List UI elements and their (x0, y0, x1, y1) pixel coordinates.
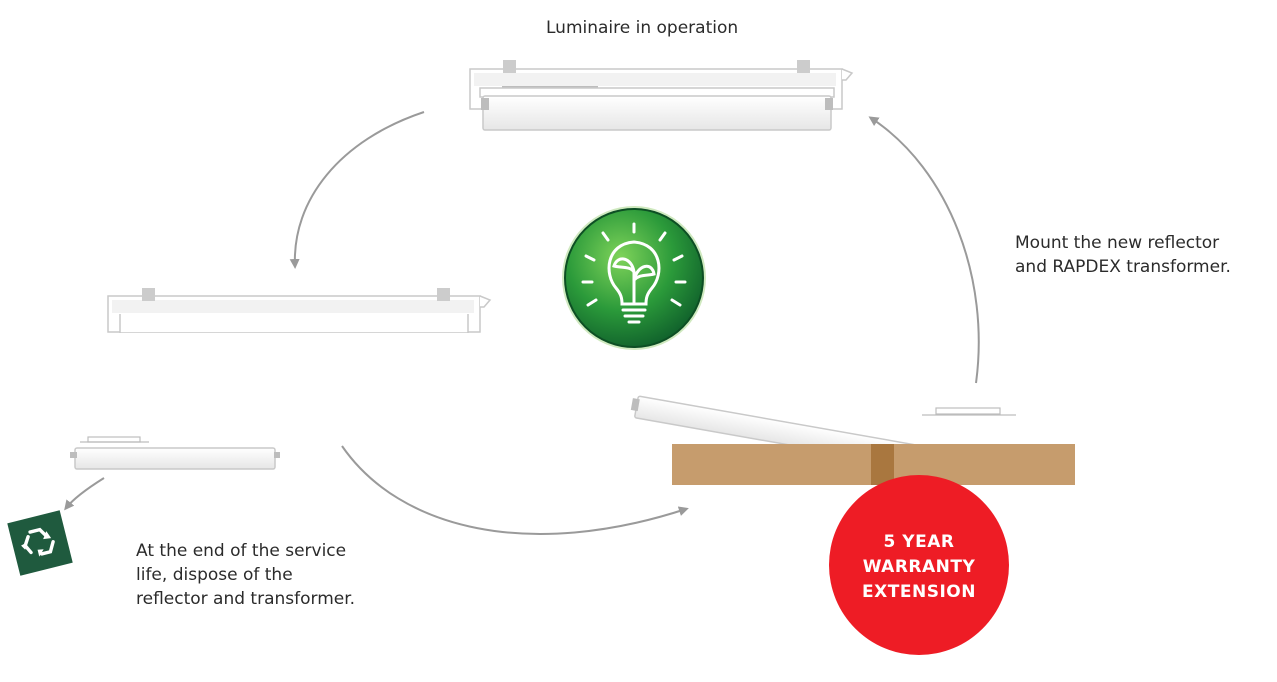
arrow-to-empty-housing (289, 111, 425, 269)
label-dispose-line-2: life, dispose of the (136, 565, 293, 585)
eco-lightbulb-icon (562, 206, 706, 350)
arrow-to-new-box (341, 445, 689, 535)
old-reflector-and-transformer (70, 436, 280, 470)
empty-luminaire-housing (107, 288, 492, 333)
arrow-to-recycle (64, 477, 105, 511)
label-mount-new-reflector: Mount the new reflector and RAPDEX trans… (1015, 231, 1231, 279)
warranty-badge (829, 475, 1009, 655)
label-dispose-reflector: At the end of the service life, dispose … (136, 539, 355, 611)
label-mount-line-1: Mount the new reflector (1015, 233, 1220, 253)
arrow-to-operation (868, 116, 980, 384)
label-luminaire-in-operation: Luminaire in operation (546, 18, 739, 38)
new-reflector-in-box (630, 395, 1075, 485)
luminaire-in-operation (469, 60, 854, 131)
recycle-icon (7, 510, 73, 576)
cycle-arrows (64, 111, 980, 535)
label-dispose-line-3: reflector and transformer. (136, 589, 356, 609)
label-dispose-line-1: At the end of the service (136, 541, 347, 561)
label-mount-line-2: and RAPDEX transformer. (1015, 257, 1231, 277)
